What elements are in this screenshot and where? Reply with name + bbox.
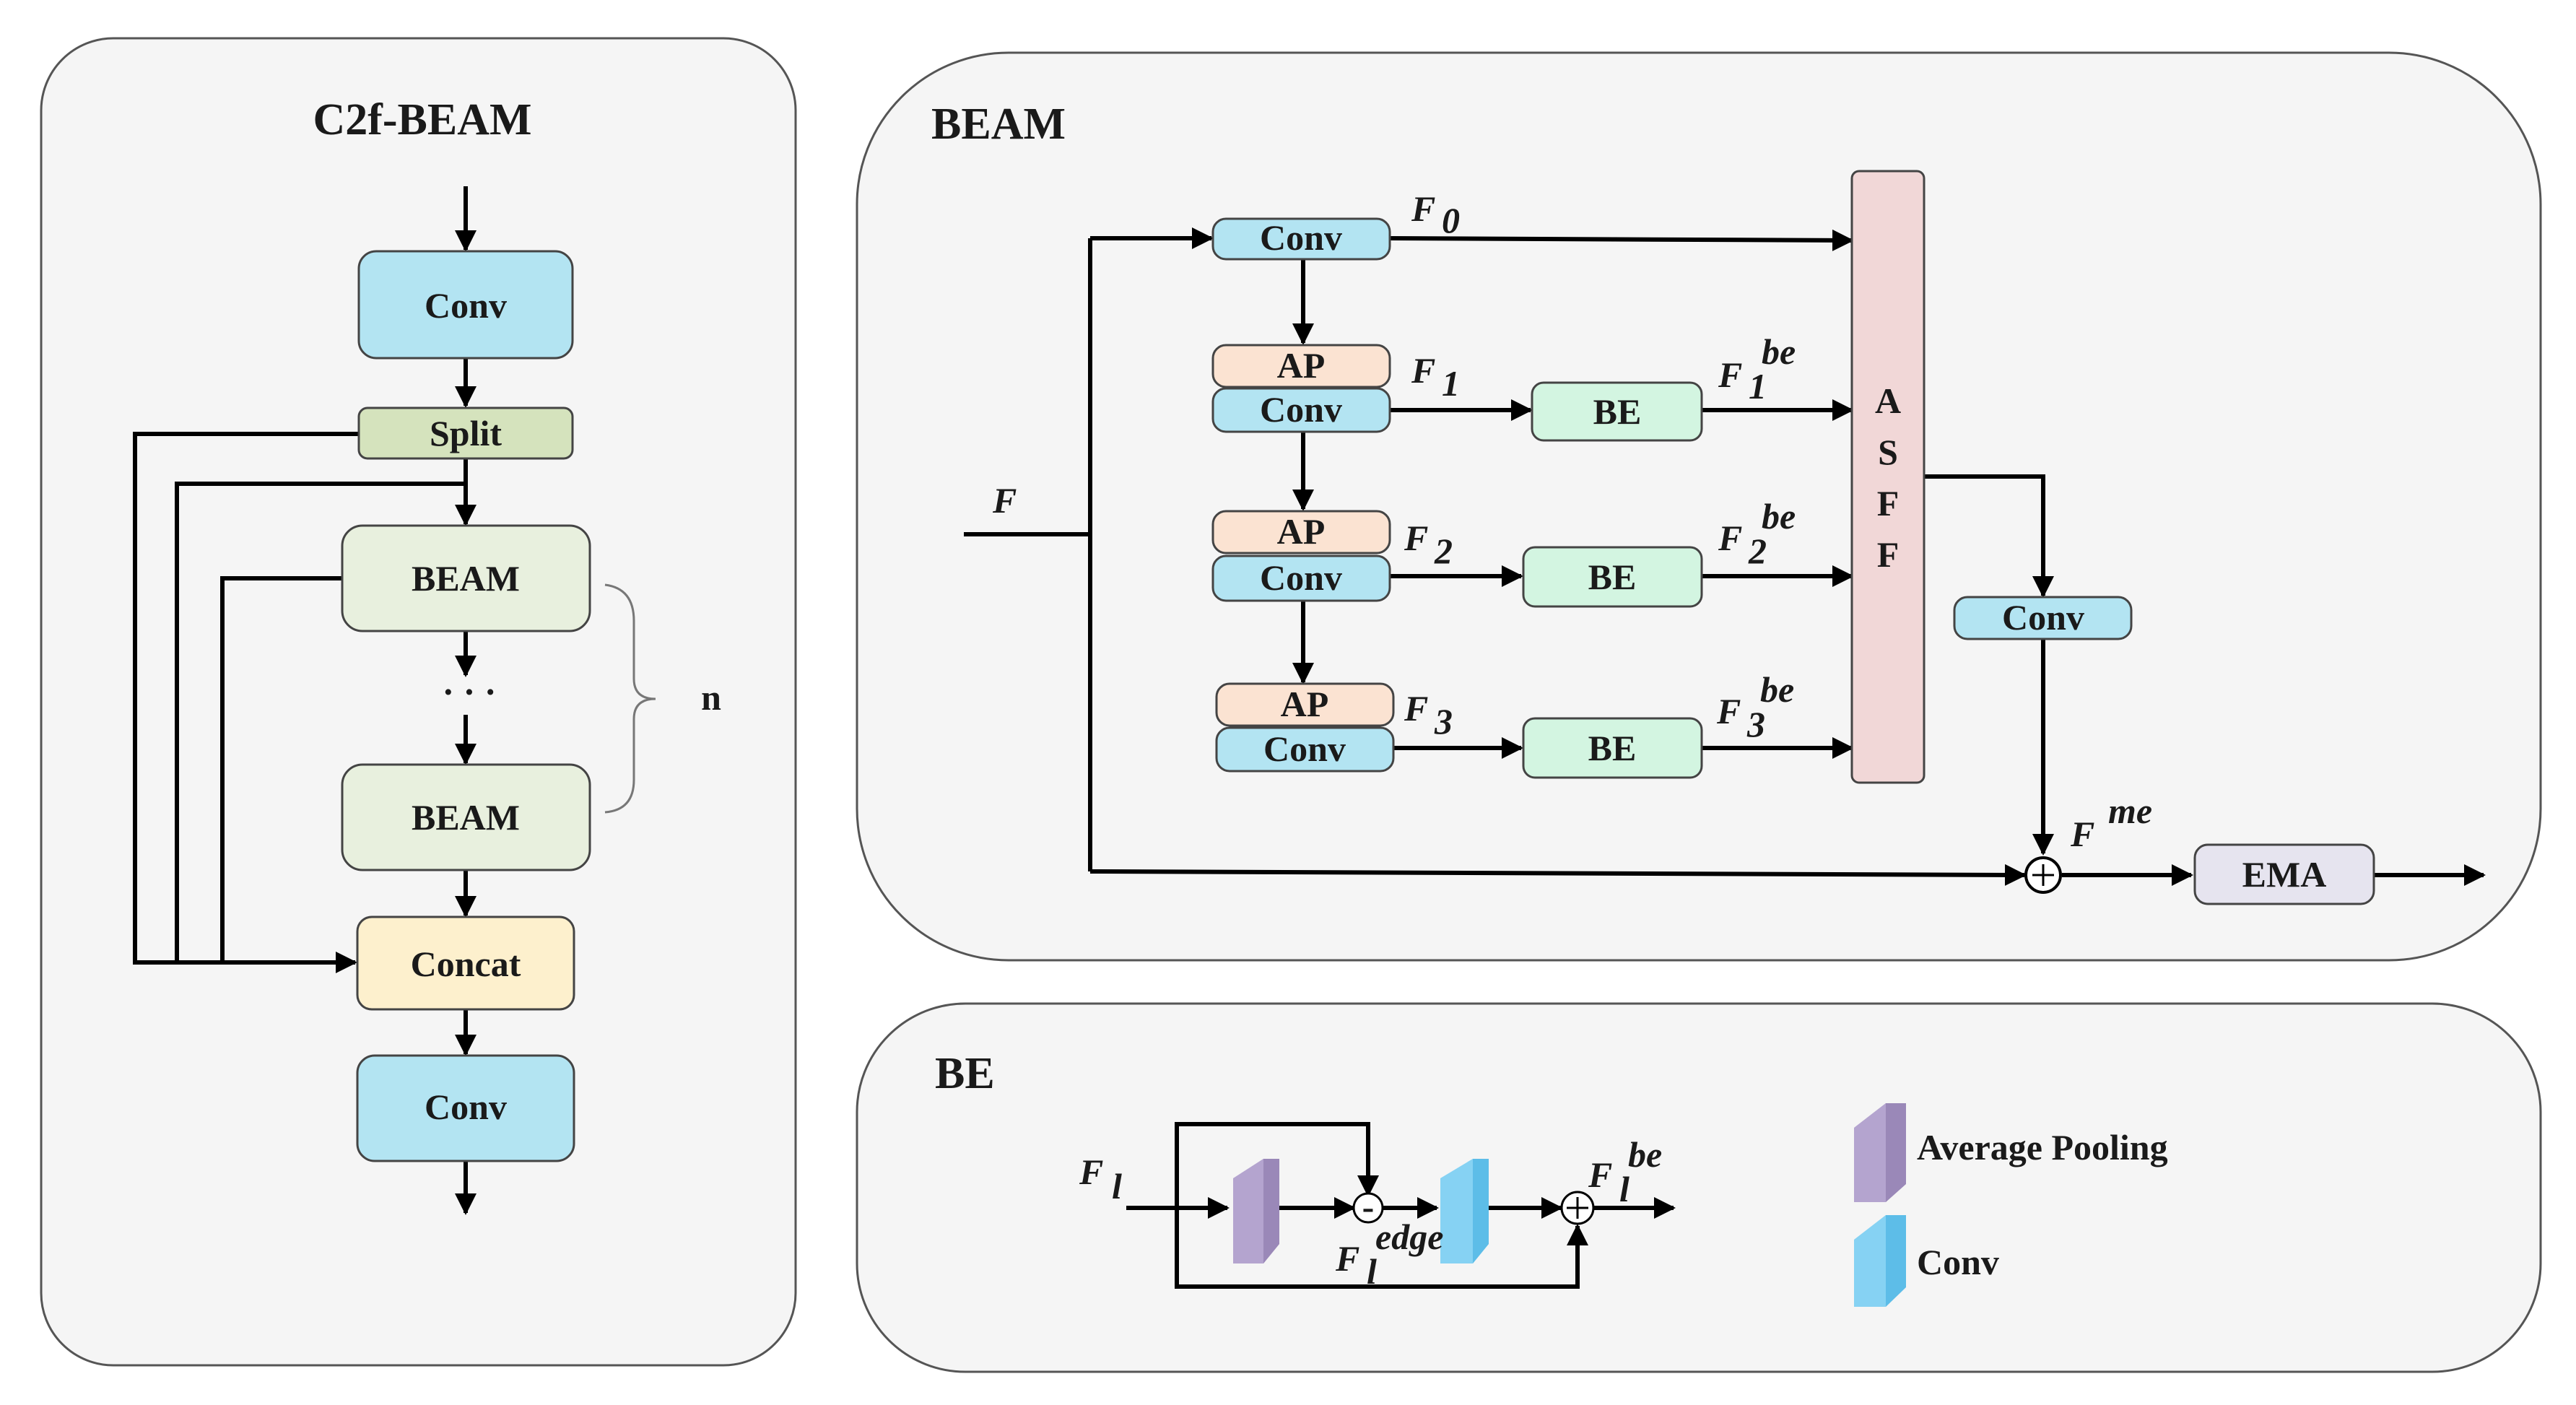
- beam-block-bottom: [341, 763, 591, 871]
- ema-block: [2193, 843, 2375, 905]
- ellipsis: · · ·: [442, 671, 496, 712]
- be-input-f: F: [1079, 1152, 1103, 1192]
- beam-input-f: F: [992, 480, 1017, 521]
- label-f3-be: F: [1716, 691, 1741, 731]
- subtract-junction: [1352, 1192, 1384, 1224]
- label-f2-be: F: [1718, 518, 1742, 558]
- label-f-me: F: [2070, 814, 2094, 854]
- c2f-conv-top-label: Conv: [425, 285, 507, 326]
- label-f2-be-sup: be: [1762, 496, 1796, 536]
- beam-top-label: BEAM: [412, 558, 520, 599]
- f-edge-sup: edge: [1375, 1217, 1443, 1257]
- c2f-panel-title: C2f-BEAM: [313, 95, 531, 144]
- ema-label: EMA: [2242, 854, 2327, 895]
- ap-3-label: AP: [1281, 684, 1329, 724]
- be-pooling-block: [1233, 1159, 1279, 1263]
- beam-conv0: [1211, 217, 1391, 261]
- label-f3-be-sup: be: [1760, 669, 1794, 710]
- be-2-label: BE: [1588, 557, 1637, 597]
- label-f3-sub: 3: [1434, 701, 1453, 741]
- ap-2-label: AP: [1277, 511, 1326, 552]
- asff-letter-s: S: [1878, 432, 1898, 472]
- label-f2-be-sub: 2: [1748, 531, 1767, 571]
- label-f-me-sup: me: [2108, 791, 2152, 831]
- label-f0-sub: 0: [1442, 200, 1460, 240]
- concat-block: [356, 915, 575, 1011]
- beam-conv1: [1211, 387, 1391, 433]
- asff-letter-a: A: [1875, 380, 1901, 421]
- be-output-f-sub: l: [1619, 1169, 1629, 1209]
- beam-conv-out-label: Conv: [2002, 597, 2084, 638]
- label-f1-sub: 1: [1442, 363, 1460, 404]
- be-block-1: [1531, 381, 1703, 442]
- be-panel: [856, 1002, 2542, 1373]
- be-1-label: BE: [1593, 391, 1642, 432]
- label-f2-sub: 2: [1434, 531, 1453, 571]
- split-label: Split: [430, 413, 502, 453]
- asff-letter-f1: F: [1877, 483, 1900, 523]
- n-brace: [604, 583, 656, 814]
- be-panel-title: BE: [935, 1049, 995, 1098]
- beam-conv2: [1211, 554, 1391, 602]
- be-block-2: [1522, 546, 1703, 608]
- label-f1-be-sup: be: [1762, 331, 1796, 372]
- c2f-conv-bottom: [356, 1054, 575, 1162]
- ap-1-label: AP: [1277, 345, 1326, 386]
- be-output-f: F: [1588, 1154, 1612, 1195]
- label-f2: F: [1404, 518, 1428, 558]
- legend-conv-label: Conv: [1917, 1242, 1999, 1282]
- c2f-beam-panel: [40, 37, 797, 1367]
- legend-avg-pool-label: Average Pooling: [1917, 1127, 2168, 1167]
- label-f1: F: [1411, 350, 1435, 391]
- label-f1-be: F: [1718, 354, 1742, 395]
- asff-letter-f2: F: [1877, 534, 1900, 575]
- beam-block-top: [341, 524, 591, 632]
- asff-block: [1850, 170, 1926, 784]
- be-input-f-sub: l: [1112, 1166, 1122, 1206]
- beam-bottom-label: BEAM: [412, 797, 520, 838]
- be-conv-block: [1440, 1159, 1489, 1263]
- label-f0: F: [1411, 188, 1435, 229]
- label-f3-be-sub: 3: [1746, 704, 1765, 744]
- ap-block-2: [1211, 510, 1391, 554]
- n-label: n: [701, 677, 721, 718]
- concat-label: Concat: [411, 944, 521, 984]
- legend-conv-icon: [1854, 1215, 1906, 1307]
- be-output-f-sup: be: [1628, 1134, 1662, 1175]
- beam-conv3: [1215, 726, 1395, 773]
- f-edge-sub: l: [1367, 1251, 1377, 1292]
- ap-block-3: [1215, 682, 1395, 727]
- legend-pooling-icon: [1854, 1103, 1906, 1202]
- be-3-label: BE: [1588, 728, 1637, 768]
- beam-conv2-label: Conv: [1260, 557, 1342, 598]
- split-block: [357, 406, 574, 460]
- c2f-conv-bottom-label: Conv: [425, 1087, 507, 1127]
- label-f1-be-sub: 1: [1749, 366, 1767, 406]
- ap-block-1: [1211, 344, 1391, 388]
- be-block-3: [1522, 717, 1703, 779]
- beam-panel: [856, 51, 2542, 962]
- beam-conv1-label: Conv: [1260, 389, 1342, 430]
- beam-conv-out: [1953, 596, 2133, 640]
- beam-conv0-label: Conv: [1260, 217, 1342, 258]
- c2f-conv-top: [357, 250, 574, 360]
- beam-panel-title: BEAM: [931, 100, 1066, 149]
- f-edge: F: [1335, 1238, 1359, 1279]
- label-f3: F: [1404, 688, 1428, 728]
- beam-conv3-label: Conv: [1263, 728, 1346, 769]
- minus-sign: -: [1362, 1186, 1375, 1227]
